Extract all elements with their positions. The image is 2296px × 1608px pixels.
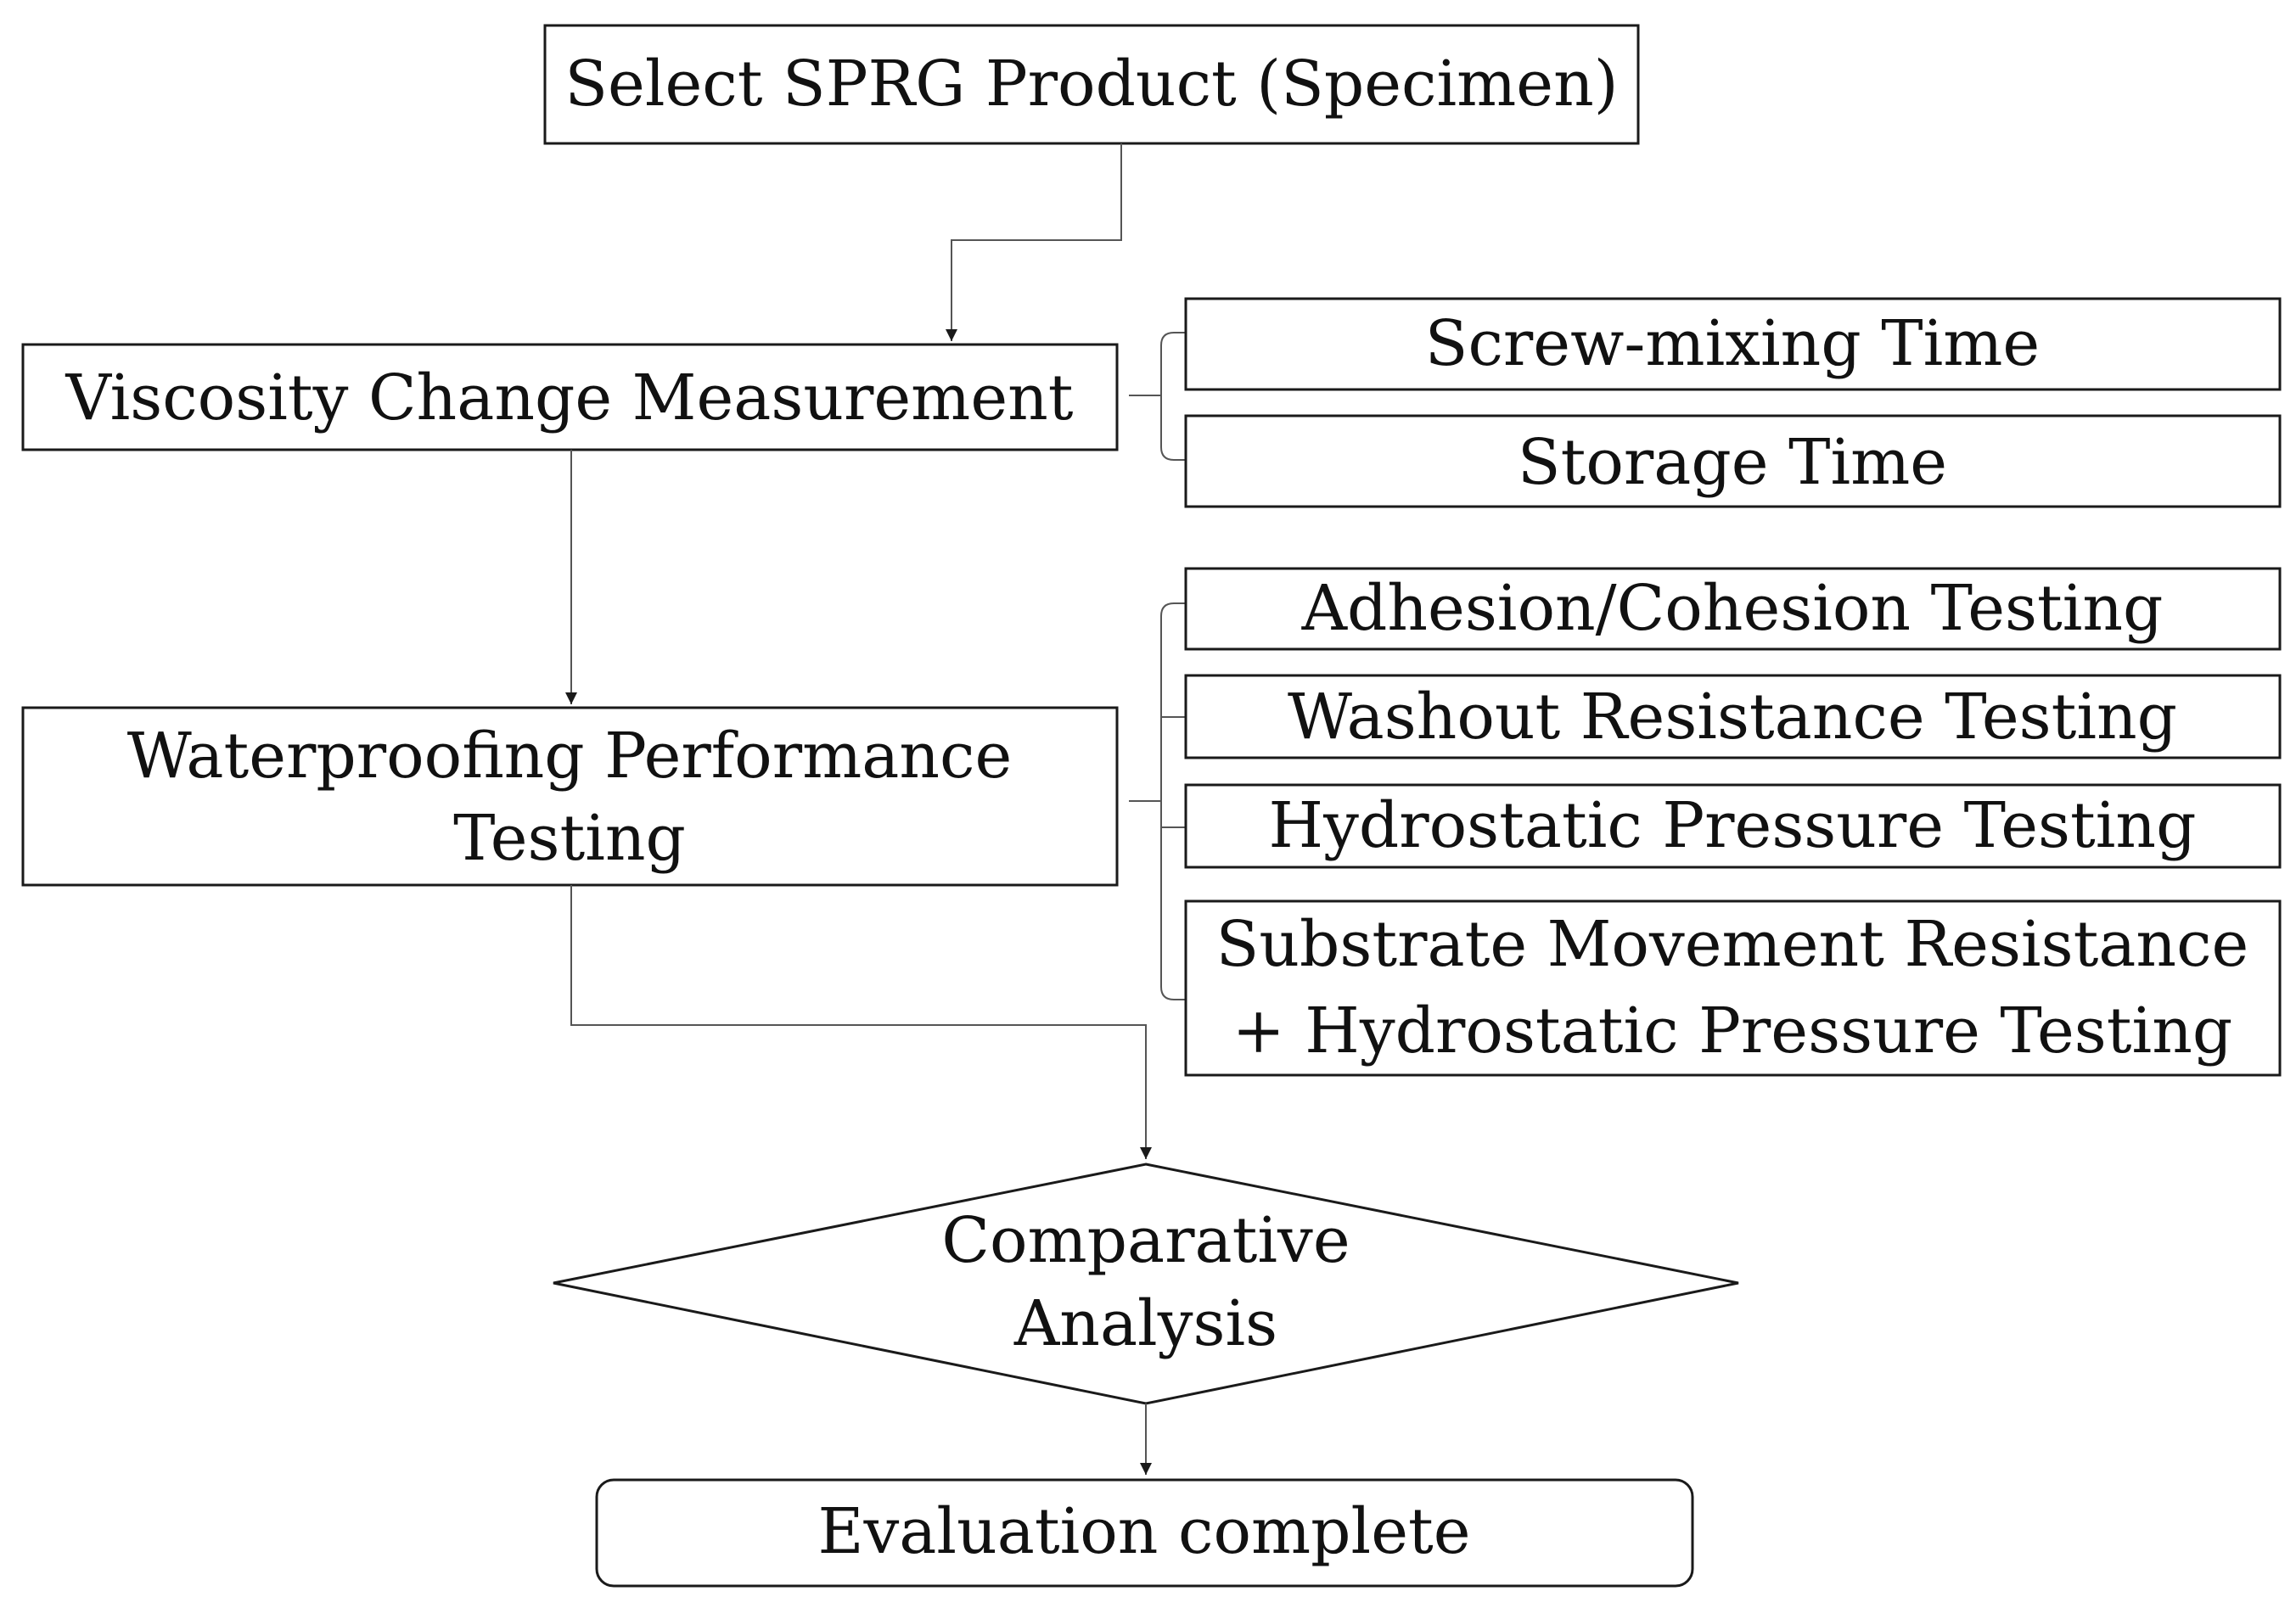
washout-resistance-box: [1184, 674, 2282, 759]
adhesion-cohesion-label: Adhesion/Cohesion Testing: [1301, 572, 2164, 645]
end-node: Evaluation complete: [595, 1478, 1694, 1588]
decision-label-line1: Comparative: [941, 1204, 1350, 1277]
viscosity-box: [21, 343, 1119, 451]
end-box: [595, 1478, 1694, 1588]
waterproofing-item-4: Substrate Movement Resistance + Hydrosta…: [1184, 899, 2282, 1077]
adhesion-cohesion-box: [1184, 567, 2282, 651]
storage-time-box: [1184, 414, 2282, 508]
connector-start-to-viscosity: [946, 143, 1122, 341]
waterproofing-box: [21, 706, 1119, 887]
decision-node: Comparative Analysis: [553, 1163, 1739, 1405]
substrate-movement-box: [1184, 899, 2282, 1077]
viscosity-label: Viscosity Change Measurement: [65, 361, 1073, 434]
start-node: Select SPRG Product (Specimen): [543, 24, 1640, 145]
viscosity-bracket-arc: [1160, 332, 1187, 461]
screw-mixing-label: Screw-mixing Time: [1425, 307, 2040, 380]
hydrostatic-pressure-box: [1184, 783, 2282, 869]
connector-waterproofing-to-decision: [570, 885, 1152, 1159]
substrate-movement-label-line2: + Hydrostatic Pressure Testing: [1232, 994, 2232, 1067]
decision-label-line2: Analysis: [1013, 1287, 1277, 1360]
waterproofing-label-line2: Testing: [453, 802, 686, 875]
waterproofing-node: Waterproofing Performance Testing: [21, 706, 1119, 887]
viscosity-item-1: Screw-mixing Time: [1184, 297, 2282, 391]
substrate-movement-label-line1: Substrate Movement Resistance: [1216, 908, 2249, 981]
waterproofing-item-1: Adhesion/Cohesion Testing: [1184, 567, 2282, 651]
start-box: [543, 24, 1640, 145]
end-label: Evaluation complete: [817, 1495, 1470, 1568]
waterproofing-item-3: Hydrostatic Pressure Testing: [1184, 783, 2282, 869]
viscosity-bracket: [1129, 332, 1187, 461]
waterproofing-item-2: Washout Resistance Testing: [1184, 674, 2282, 759]
waterproofing-label-line1: Waterproofing Performance: [127, 720, 1013, 793]
viscosity-node: Viscosity Change Measurement: [21, 343, 1119, 451]
waterproofing-bracket: [1129, 602, 1187, 1000]
waterproofing-bracket-arc: [1160, 602, 1187, 1000]
screw-mixing-box: [1184, 297, 2282, 391]
viscosity-item-2: Storage Time: [1184, 414, 2282, 508]
hydrostatic-pressure-label: Hydrostatic Pressure Testing: [1269, 789, 2197, 862]
start-label: Select SPRG Product (Specimen): [564, 48, 1618, 120]
washout-resistance-label: Washout Resistance Testing: [1288, 681, 2177, 754]
storage-time-label: Storage Time: [1518, 426, 1947, 499]
decision-diamond: [553, 1163, 1739, 1405]
